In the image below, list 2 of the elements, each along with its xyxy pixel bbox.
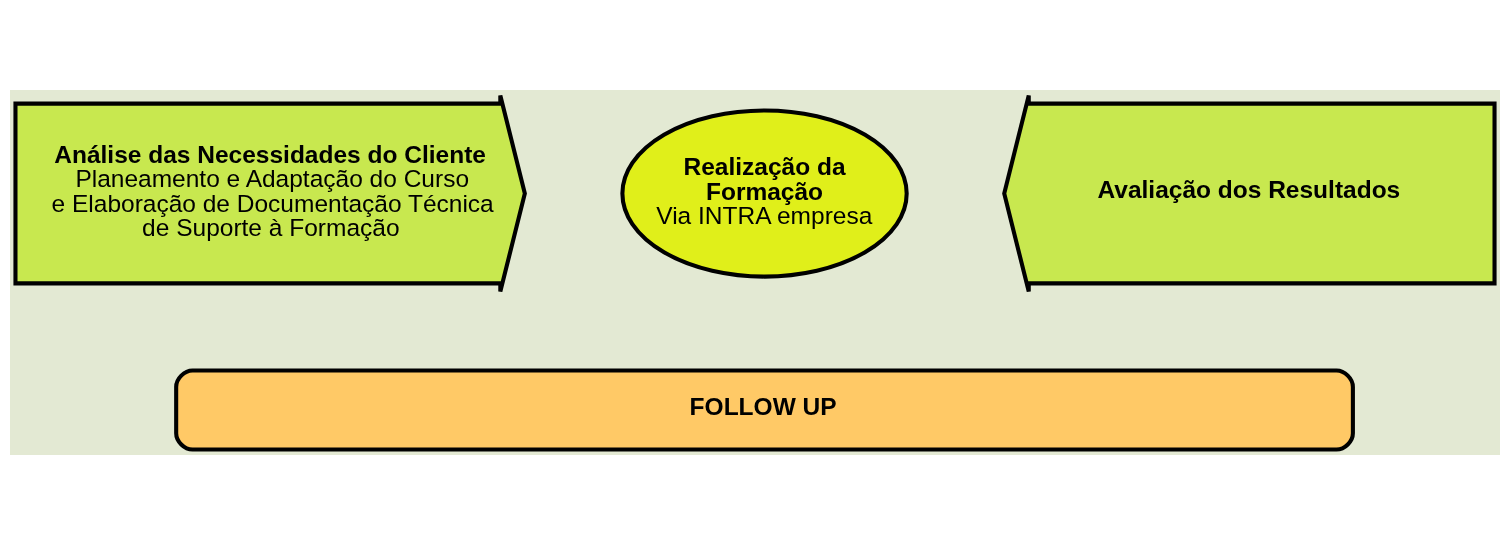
node-box: FOLLOW UP	[174, 368, 1355, 452]
node-ellipse: Realização da Formação Via INTRA empresa	[620, 108, 909, 279]
